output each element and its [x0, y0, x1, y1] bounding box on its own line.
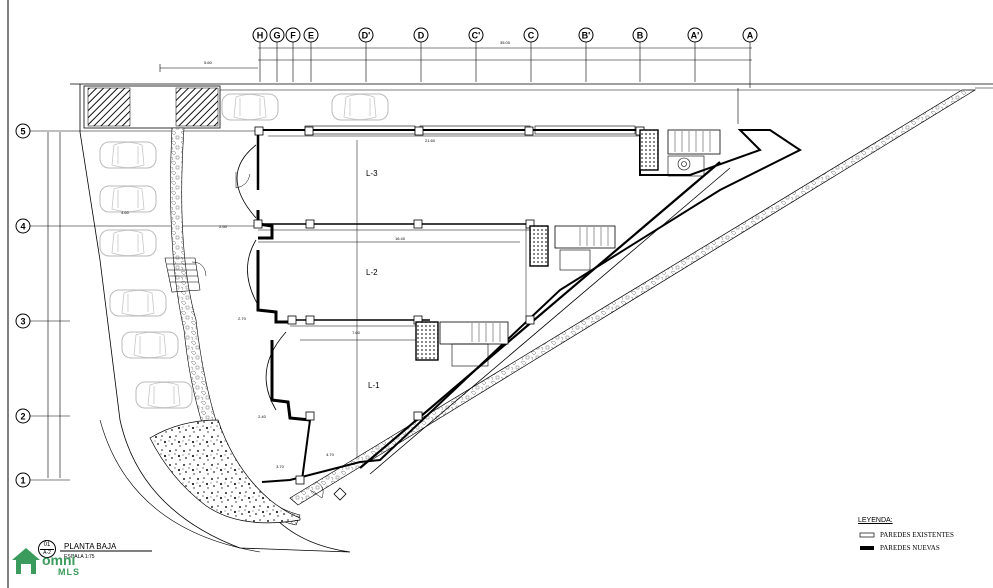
- house-icon: [12, 548, 40, 560]
- service-block-2: [529, 225, 616, 271]
- column-axis-bubble: [303, 27, 319, 43]
- svg-text:35.00: 35.00: [500, 40, 511, 45]
- row-axis-bubble: [15, 313, 31, 329]
- column-axis-label: D: [418, 31, 425, 41]
- entrance-stairs: [164, 257, 201, 293]
- north-arrow-icon: [333, 487, 347, 501]
- row-axis-label: 3: [20, 317, 25, 327]
- column-axis-label: B: [637, 31, 644, 41]
- column-axis-label: C: [528, 31, 535, 41]
- svg-text:2.50: 2.50: [219, 224, 228, 229]
- unit-label-2: L-2: [366, 268, 378, 277]
- row-axis-bubble: [15, 123, 31, 139]
- row-axis-label: 2: [20, 412, 25, 422]
- column-axis-bubble: [523, 27, 539, 43]
- column-axis-label: B': [582, 31, 591, 41]
- parking-stripes: [83, 85, 221, 129]
- column-axis-label: A': [691, 31, 700, 41]
- service-block-1: [415, 321, 509, 367]
- legend-item-new: PAREDES NUEVAS: [880, 544, 940, 552]
- column-axis-label: E: [308, 31, 314, 41]
- column-axis-bubble: [413, 27, 429, 43]
- legend-heading: LEYENDA:: [858, 517, 893, 524]
- omni-mls-logo: omni MLS: [10, 542, 90, 582]
- row-axis-label: 5: [20, 127, 25, 137]
- title-number: 01: [43, 542, 51, 548]
- row-axis-bubble: [15, 218, 31, 234]
- column-axis-label: H: [257, 31, 264, 41]
- row-axis-label: 1: [20, 476, 25, 486]
- svg-text:4.70: 4.70: [326, 452, 335, 457]
- column-axis-label: G: [273, 31, 280, 41]
- drawing-title: PLANTA BAJA: [64, 542, 117, 551]
- column-axis-label: F: [290, 31, 296, 41]
- legend-item-existing: PAREDES EXISTENTES: [880, 531, 954, 539]
- service-block-3: [639, 129, 721, 177]
- drawing-scale: ESCALA 1:75: [64, 554, 95, 560]
- unit-label-3: L-3: [366, 169, 378, 178]
- column-axis-bubble: [252, 27, 268, 43]
- legend-swatches: [859, 532, 875, 550]
- logo-sub: MLS: [58, 567, 80, 577]
- title-sheet: A-2: [43, 550, 51, 556]
- parked-cars: [99, 93, 389, 409]
- svg-text:5.60: 5.60: [204, 60, 213, 65]
- svg-text:7.60: 7.60: [352, 330, 361, 335]
- column-axis-bubble: [269, 27, 285, 43]
- row-axis-label: 4: [20, 222, 25, 232]
- row-axis-bubble: [15, 472, 31, 488]
- column-axis-bubble: [742, 27, 758, 43]
- column-axis-bubble: [358, 27, 374, 43]
- column-axis-bubble: [632, 27, 648, 43]
- svg-text:3.70: 3.70: [276, 464, 285, 469]
- column-axis-label: D': [362, 31, 371, 41]
- svg-text:2.40: 2.40: [258, 414, 267, 419]
- row-grid-axes: 5 4 3 2 1: [15, 123, 258, 488]
- logo-word: omni: [42, 552, 76, 568]
- column-axis-bubble: [578, 27, 594, 43]
- column-axis-label: A: [747, 31, 754, 41]
- column-axis-bubble: [687, 27, 703, 43]
- svg-text:4.60: 4.60: [121, 210, 130, 215]
- column-axis-label: C': [472, 31, 481, 41]
- svg-text:16.40: 16.40: [395, 236, 406, 241]
- svg-text:21.60: 21.60: [425, 138, 436, 143]
- svg-text:2.70: 2.70: [238, 316, 247, 321]
- unit-label-1: L-1: [368, 381, 380, 390]
- parking-area: [79, 84, 351, 553]
- row-axis-bubble: [15, 408, 31, 424]
- sidewalk: [70, 83, 993, 506]
- column-axis-bubble: [468, 27, 484, 43]
- column-axis-bubble: [285, 27, 301, 43]
- building-floor-plan: [164, 125, 802, 501]
